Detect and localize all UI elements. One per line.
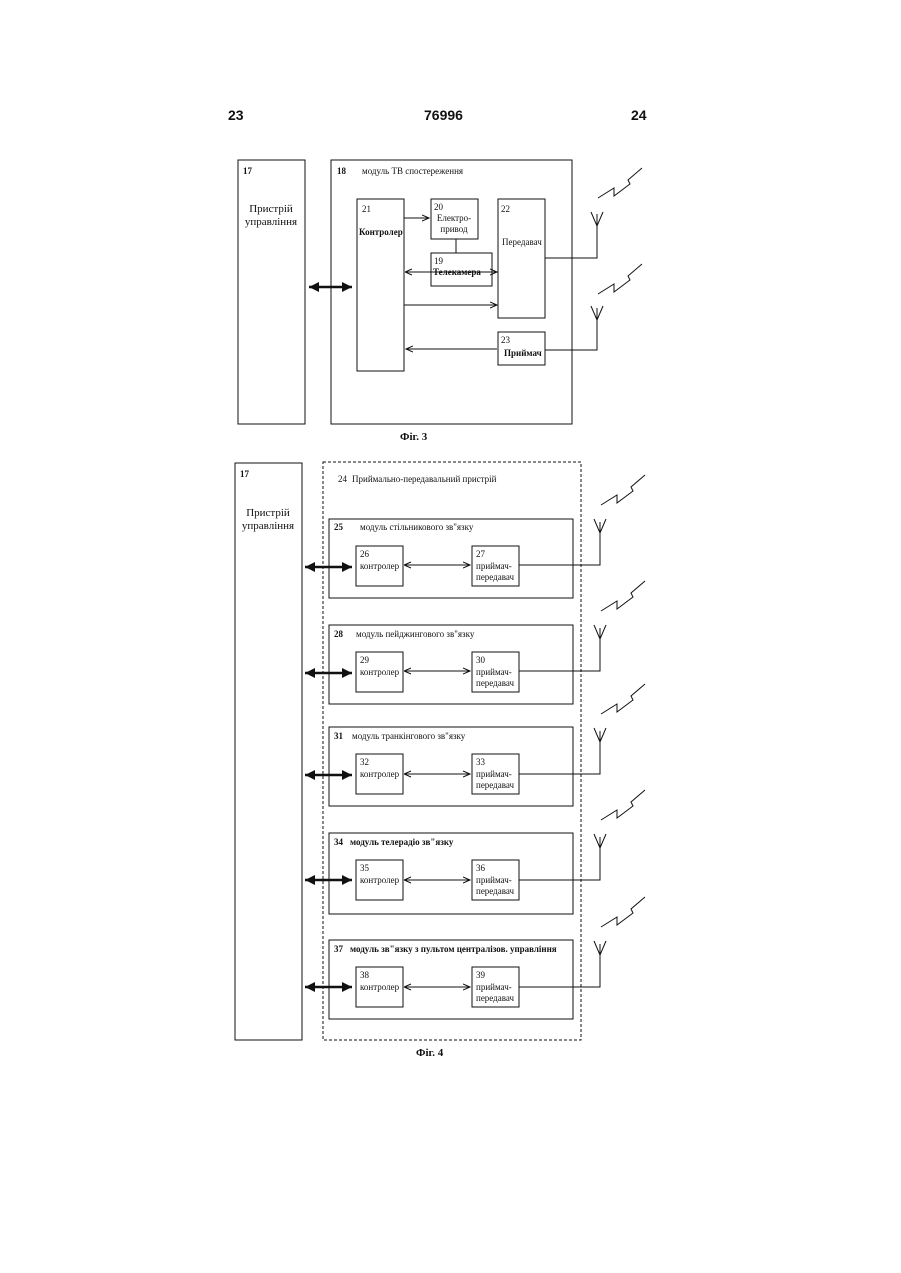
transmitter-label: Передавач xyxy=(502,237,542,247)
module-transceiver-number: 30 xyxy=(476,655,486,665)
control-device-number: 17 xyxy=(243,166,253,176)
module-transceiver-label-line2: передавач xyxy=(476,780,515,790)
figure-3: 17 Пристрій управління 18 модуль ТВ спос… xyxy=(238,160,642,443)
control-device-block xyxy=(235,463,302,1040)
module-controller-label: контролер xyxy=(360,667,400,677)
module-controller-number: 29 xyxy=(360,655,370,665)
receiver-label: Приймач xyxy=(504,348,542,358)
module-transceiver-label-line2: передавач xyxy=(476,886,515,896)
transceiver-device-title: Приймально-передавальний пристрій xyxy=(352,474,497,484)
module-title: модуль транкінгового зв"язку xyxy=(352,731,466,741)
module-controller-label: контролер xyxy=(360,769,400,779)
module-transceiver-label-line1: приймач- xyxy=(476,667,512,677)
transmitter-antenna-feed xyxy=(545,214,597,258)
module-controller-number: 35 xyxy=(360,863,370,873)
page-number-left: 23 xyxy=(228,107,244,123)
control-device-label-line2: управління xyxy=(245,216,297,228)
antenna-feed xyxy=(519,628,600,671)
transmitter-block xyxy=(498,199,545,318)
figure-3-caption: Фіг. 3 xyxy=(400,431,428,443)
module-controller-label: контролер xyxy=(360,561,400,571)
electric-drive-label-line2: привод xyxy=(440,224,468,234)
figure-4: 17 Пристрій управління 24 Приймально-пер… xyxy=(235,462,645,1059)
radio-wave-icon xyxy=(601,684,645,714)
figure-4-caption: Фіг. 4 xyxy=(416,1047,444,1059)
antenna-feed xyxy=(519,837,600,880)
module-transceiver-number: 33 xyxy=(476,757,486,767)
antenna-feed xyxy=(519,522,600,565)
module-transceiver-label-line2: передавач xyxy=(476,993,515,1003)
module-title: модуль зв"язку з пультом централізов. уп… xyxy=(350,944,557,954)
module-number: 34 xyxy=(334,837,344,847)
tv-module-title: модуль ТВ спостереження xyxy=(362,166,463,176)
transceiver-device-number: 24 xyxy=(338,474,348,484)
module-title: модуль телерадіо зв"язку xyxy=(350,837,454,847)
module-transceiver-number: 36 xyxy=(476,863,486,873)
module-number: 28 xyxy=(334,629,344,639)
communication-module: 28 модуль пейджингового зв"язку 29 контр… xyxy=(305,581,645,704)
module-controller-number: 26 xyxy=(360,549,370,559)
communication-module: 37 модуль зв"язку з пультом централізов.… xyxy=(305,897,645,1019)
controller-label: Контролер xyxy=(359,227,403,237)
module-transceiver-number: 27 xyxy=(476,549,486,559)
module-transceiver-number: 39 xyxy=(476,970,486,980)
module-number: 37 xyxy=(334,944,344,954)
antenna-feed xyxy=(519,731,600,774)
communication-module: 34 модуль телерадіо зв"язку 35 контролер… xyxy=(305,790,645,914)
electric-drive-number: 20 xyxy=(434,202,444,212)
receiver-number: 23 xyxy=(501,335,511,345)
module-transceiver-label-line1: приймач- xyxy=(476,561,512,571)
communication-module: 25 модуль стільникового зв"язку 26 контр… xyxy=(305,475,645,598)
controller-number: 21 xyxy=(362,204,371,214)
page-number-right: 24 xyxy=(631,107,647,123)
controller-block xyxy=(357,199,404,371)
module-title: модуль стільникового зв"язку xyxy=(360,522,474,532)
module-controller-number: 32 xyxy=(360,757,369,767)
tv-monitoring-module xyxy=(331,160,572,424)
module-transceiver-label-line1: приймач- xyxy=(476,769,512,779)
module-transceiver-label-line2: передавач xyxy=(476,678,515,688)
module-transceiver-label-line1: приймач- xyxy=(476,982,512,992)
radio-wave-icon xyxy=(598,264,642,294)
control-device-label-line1: Пристрій xyxy=(246,507,290,519)
module-transceiver-label-line1: приймач- xyxy=(476,875,512,885)
module-number: 31 xyxy=(334,731,344,741)
module-controller-label: контролер xyxy=(360,875,400,885)
tv-camera-number: 19 xyxy=(434,256,444,266)
control-device-label-line2: управління xyxy=(242,520,294,532)
module-controller-label: контролер xyxy=(360,982,400,992)
module-number: 25 xyxy=(334,522,344,532)
radio-wave-icon xyxy=(601,790,645,820)
module-controller-number: 38 xyxy=(360,970,370,980)
radio-wave-icon xyxy=(598,168,642,198)
radio-wave-icon xyxy=(601,475,645,505)
control-device-label-line1: Пристрій xyxy=(249,203,293,215)
radio-wave-icon xyxy=(601,581,645,611)
module-transceiver-label-line2: передавач xyxy=(476,572,515,582)
transmitter-number: 22 xyxy=(501,204,510,214)
radio-wave-icon xyxy=(601,897,645,927)
electric-drive-label-line1: Електро- xyxy=(437,213,471,223)
control-device-number: 17 xyxy=(240,469,250,479)
communication-module: 31 модуль транкінгового зв"язку 32 контр… xyxy=(305,684,645,806)
control-device-block xyxy=(238,160,305,424)
tv-module-number: 18 xyxy=(337,166,347,176)
module-title: модуль пейджингового зв"язку xyxy=(356,629,475,639)
receiver-antenna-feed xyxy=(545,308,597,350)
patent-number: 76996 xyxy=(424,107,463,123)
